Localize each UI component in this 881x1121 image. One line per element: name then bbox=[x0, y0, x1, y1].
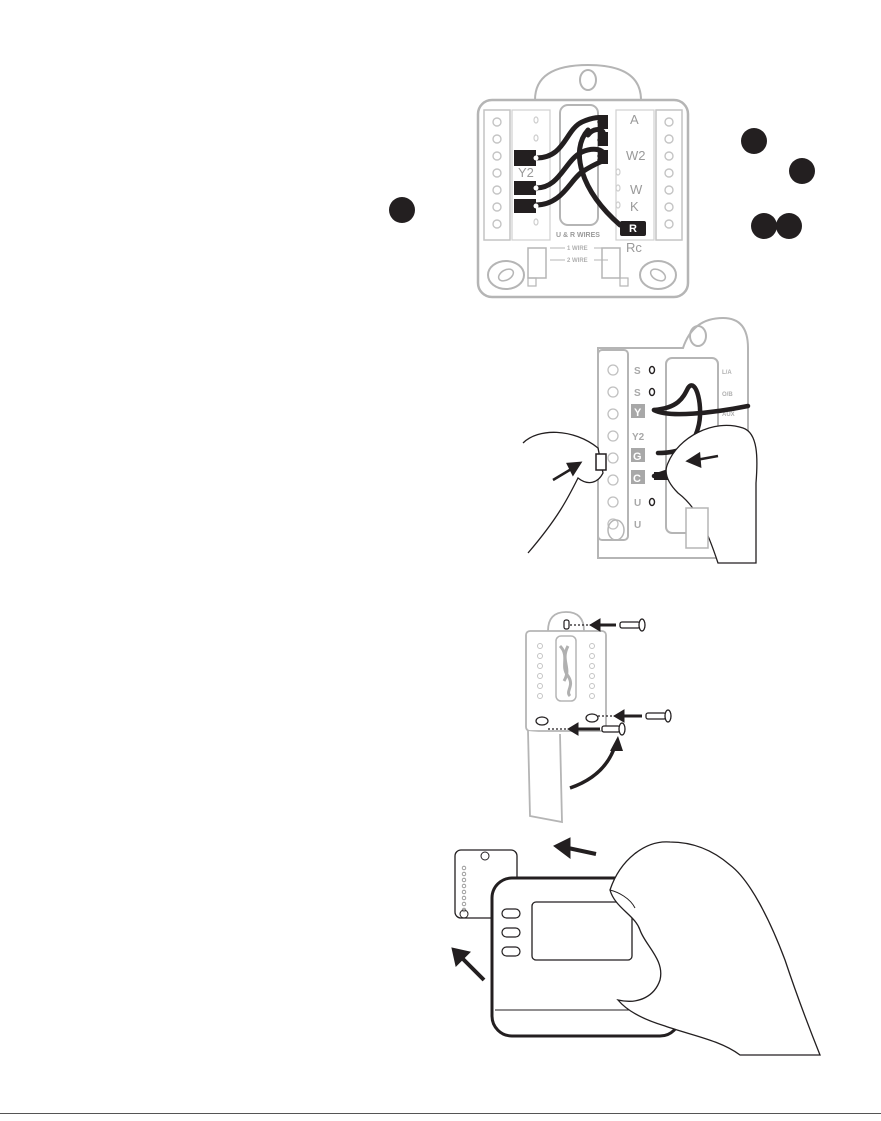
step-dot-right-pair-a bbox=[751, 213, 777, 239]
terminal-s-2: S bbox=[634, 388, 641, 399]
label-k: K bbox=[630, 199, 639, 214]
label-2-wire: 2 WIRE bbox=[567, 258, 588, 264]
label-w: W bbox=[630, 182, 643, 197]
label-w2: W2 bbox=[626, 148, 646, 163]
terminal-g: G bbox=[633, 451, 642, 463]
figure-terminal-insert: S S Y Y2 G C U U L/A O/B AUX bbox=[518, 308, 758, 563]
label-rc: Rc bbox=[626, 240, 642, 255]
label-la: L/A bbox=[722, 370, 732, 376]
step-dot-right-1 bbox=[741, 128, 767, 154]
figure-wallplate-wiring: Y2 A W2 W K R Rc U & R WIRES 1 WIRE 2 WI… bbox=[470, 60, 700, 305]
page-bottom-rule bbox=[0, 1113, 881, 1114]
figure-mount-screws bbox=[520, 606, 680, 824]
label-r: R bbox=[629, 223, 637, 235]
label-1-wire: 1 WIRE bbox=[567, 246, 588, 252]
terminal-c: C bbox=[633, 473, 641, 485]
terminal-y: Y bbox=[634, 407, 642, 419]
label-ob: O/B bbox=[722, 392, 733, 398]
label-u-r-wires: U & R WIRES bbox=[556, 232, 600, 239]
figure-attach-thermostat bbox=[440, 830, 825, 1055]
step-dot-right-2 bbox=[789, 158, 815, 184]
label-y2: Y2 bbox=[518, 165, 534, 180]
terminal-u-2: U bbox=[634, 520, 641, 531]
step-dot-left bbox=[389, 197, 415, 223]
terminal-s-1: S bbox=[634, 366, 641, 377]
label-aux: AUX bbox=[722, 412, 735, 418]
label-a: A bbox=[630, 112, 639, 127]
terminal-u-1: U bbox=[634, 498, 641, 509]
step-dot-right-pair-b bbox=[776, 213, 802, 239]
terminal-y2: Y2 bbox=[632, 432, 645, 443]
